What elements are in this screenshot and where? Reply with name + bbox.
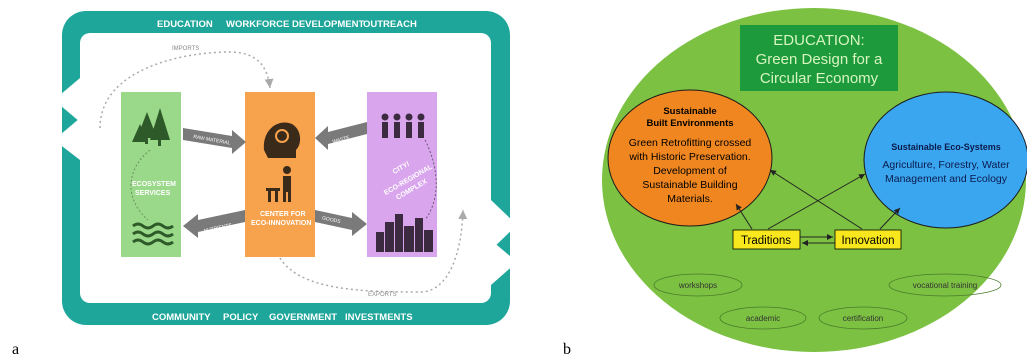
pill-vocational-training: vocational training <box>888 273 1002 297</box>
eco-heading: Sustainable Eco-Systems <box>891 142 1001 152</box>
title-line-3: Circular Economy <box>760 70 879 87</box>
worker-icon <box>266 166 291 202</box>
built-heading-1: Sustainable <box>663 106 716 117</box>
label-government: GOVERNMENT <box>269 312 337 323</box>
label-outreach: OUTREACH <box>363 19 417 30</box>
center-label-1: CENTER FOR <box>260 211 306 218</box>
svg-text:NUTRIENTS: NUTRIENTS <box>203 222 233 234</box>
people-icon <box>381 113 425 138</box>
caption-b: b <box>563 341 571 358</box>
built-heading-2: Built Environments <box>646 118 733 129</box>
eco-body-1: Agriculture, Forestry, Water <box>882 159 1010 171</box>
right-flow-arrow-2 <box>491 240 517 285</box>
svg-text:GOODS: GOODS <box>321 215 341 225</box>
built-body-2: with Historic Preservation. <box>628 151 750 163</box>
ecosystem-label-2: SERVICES <box>135 190 171 197</box>
built-body-5: Materials. <box>667 193 713 205</box>
connection-arrows <box>735 169 901 246</box>
innovation-box <box>834 229 902 250</box>
svg-text:workshops: workshops <box>678 281 717 290</box>
label-workforce-development: WORKFORCE DEVELOPMENT <box>226 19 364 30</box>
pill-certification: certification <box>818 306 908 330</box>
title-line-1: EDUCATION: <box>773 32 864 49</box>
panel-b: EDUCATION: Green Design for a Circular E… <box>563 8 1027 358</box>
city-loop-dotted <box>424 139 437 221</box>
city-skyline-icon <box>376 214 433 252</box>
imports-label: IMPORTS <box>172 46 199 52</box>
left-flow-arrow-2 <box>54 118 80 160</box>
pill-academic: academic <box>719 306 807 330</box>
svg-text:vocational training: vocational training <box>913 281 977 290</box>
arrow-nutrients: NUTRIENTS <box>183 210 245 238</box>
ecosystem-services-box <box>121 92 181 257</box>
svg-text:WASTE: WASTE <box>332 135 351 146</box>
caption-a: a <box>12 341 19 358</box>
pill-workshops: workshops <box>653 273 743 297</box>
built-environments-ellipse <box>607 89 773 227</box>
built-body-1: Green Retrofitting crossed <box>629 137 752 149</box>
svg-text:academic: academic <box>746 314 780 323</box>
eco-body-2: Management and Ecology <box>885 173 1008 185</box>
right-flow-arrow <box>491 200 517 250</box>
label-education: EDUCATION <box>157 19 213 30</box>
label-investments: INVESTMENTS <box>345 312 413 323</box>
head-gear-icon <box>263 122 301 158</box>
center-label-2: ECO-INNOVATION <box>251 220 311 227</box>
label-community: COMMUNITY <box>152 312 211 323</box>
center-eco-innovation-box <box>245 92 315 257</box>
eco-systems-ellipse <box>863 91 1027 229</box>
arrow-waste: WASTE <box>315 122 367 150</box>
tree-icon <box>132 108 170 146</box>
built-body-3: Development of <box>653 165 727 177</box>
traditions-box <box>732 229 801 250</box>
exports-label: EXPORTS <box>368 292 397 298</box>
water-waves-icon <box>132 222 174 246</box>
svg-text:certification: certification <box>843 314 883 323</box>
traditions-label: Traditions <box>741 235 791 247</box>
imports-path <box>99 51 274 129</box>
arrow-goods: GOODS <box>315 210 367 236</box>
left-flow-arrow <box>54 78 80 122</box>
built-body-4: Sustainable Building <box>642 179 737 191</box>
panel-a: EDUCATION WORKFORCE DEVELOPMENT OUTREACH… <box>12 11 517 358</box>
exports-path <box>279 209 468 293</box>
label-policy: POLICY <box>223 312 259 323</box>
ecosystem-label-1: ECOSYSTEM <box>132 181 176 188</box>
title-line-2: Green Design for a <box>756 51 883 68</box>
eco-loop-dotted <box>130 149 151 221</box>
innovation-label: Innovation <box>841 235 894 247</box>
title-box <box>740 25 898 91</box>
